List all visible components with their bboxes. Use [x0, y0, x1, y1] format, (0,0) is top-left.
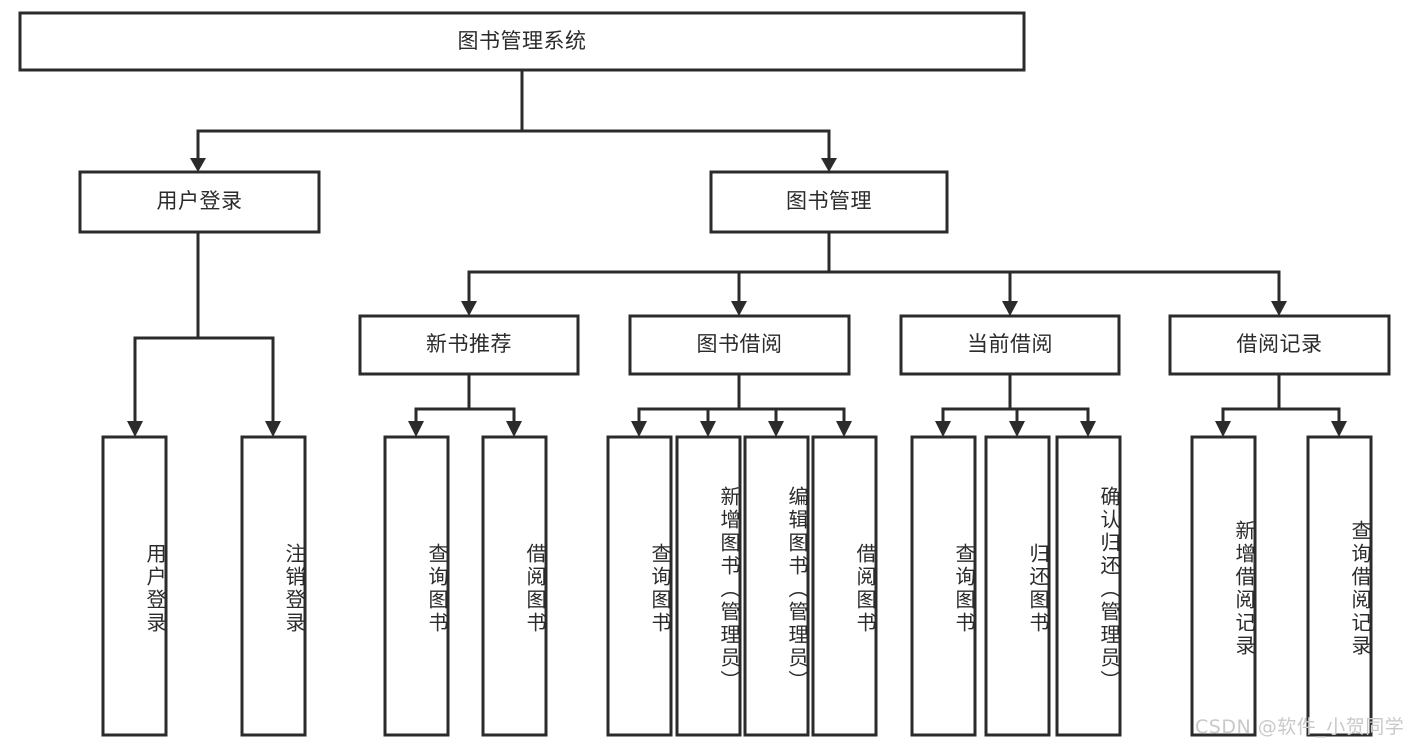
arrowhead-book-borrow	[731, 301, 747, 316]
node-box-leaf-return-book[interactable]	[984, 435, 1051, 737]
node-box-leaf-confirm-return[interactable]	[1055, 435, 1122, 737]
arrowhead-leaf-borrow-book-1	[506, 421, 522, 437]
node-box-leaf-edit-book[interactable]	[743, 435, 810, 737]
node-box-book-manage[interactable]	[709, 170, 949, 234]
node-box-leaf-query-book-1[interactable]	[383, 435, 450, 737]
node-box-leaf-add-record[interactable]	[1190, 435, 1257, 737]
node-box-leaf-user-login[interactable]	[101, 435, 168, 737]
node-box-leaf-borrow-book-1[interactable]	[481, 435, 548, 737]
connector-group-user-login	[127, 230, 281, 437]
node-box-user-login[interactable]	[78, 170, 321, 234]
arrowhead-leaf-confirm-return	[1080, 421, 1096, 437]
arrowhead-current-borrow	[1002, 301, 1018, 316]
connector-group-book-manage	[461, 230, 1287, 316]
arrowhead-new-book-rec	[461, 301, 477, 316]
arrowhead-leaf-edit-book	[768, 421, 784, 437]
node-box-borrow-record[interactable]	[1168, 314, 1391, 376]
arrowhead-leaf-logout	[265, 421, 281, 437]
node-box-leaf-add-book[interactable]	[675, 435, 742, 737]
node-box-leaf-query-book-2[interactable]	[606, 435, 673, 737]
arrowhead-user-login	[190, 158, 206, 172]
arrowhead-leaf-query-book-1	[408, 421, 424, 437]
arrowhead-leaf-user-login	[127, 421, 143, 437]
connector-group-borrow-record	[1215, 372, 1347, 437]
node-box-leaf-query-record[interactable]	[1306, 435, 1373, 737]
node-box-leaf-logout[interactable]	[240, 435, 307, 737]
arrowhead-leaf-query-book-2	[631, 421, 647, 437]
node-box-root[interactable]	[18, 11, 1026, 72]
arrowhead-leaf-add-record	[1215, 421, 1231, 437]
arrowhead-borrow-record	[1271, 301, 1287, 316]
connector-group-root	[190, 68, 837, 172]
node-box-leaf-query-book-3[interactable]	[910, 435, 977, 737]
node-box-new-book-rec[interactable]	[358, 314, 580, 376]
node-box-book-borrow[interactable]	[628, 314, 851, 376]
connector-group-new-book-rec	[408, 372, 522, 437]
arrowhead-leaf-query-book-3	[935, 421, 951, 437]
arrowhead-leaf-borrow-book-2	[836, 421, 852, 437]
node-box-leaf-borrow-book-2[interactable]	[811, 435, 878, 737]
connector-group-current-borrow	[935, 372, 1096, 437]
connector-group-book-borrow	[631, 372, 852, 437]
arrowhead-leaf-add-book	[700, 421, 716, 437]
arrowhead-book-manage	[821, 158, 837, 172]
node-box-current-borrow[interactable]	[899, 314, 1121, 376]
arrowhead-leaf-return-book	[1009, 421, 1025, 437]
arrowhead-leaf-query-record	[1331, 421, 1347, 437]
